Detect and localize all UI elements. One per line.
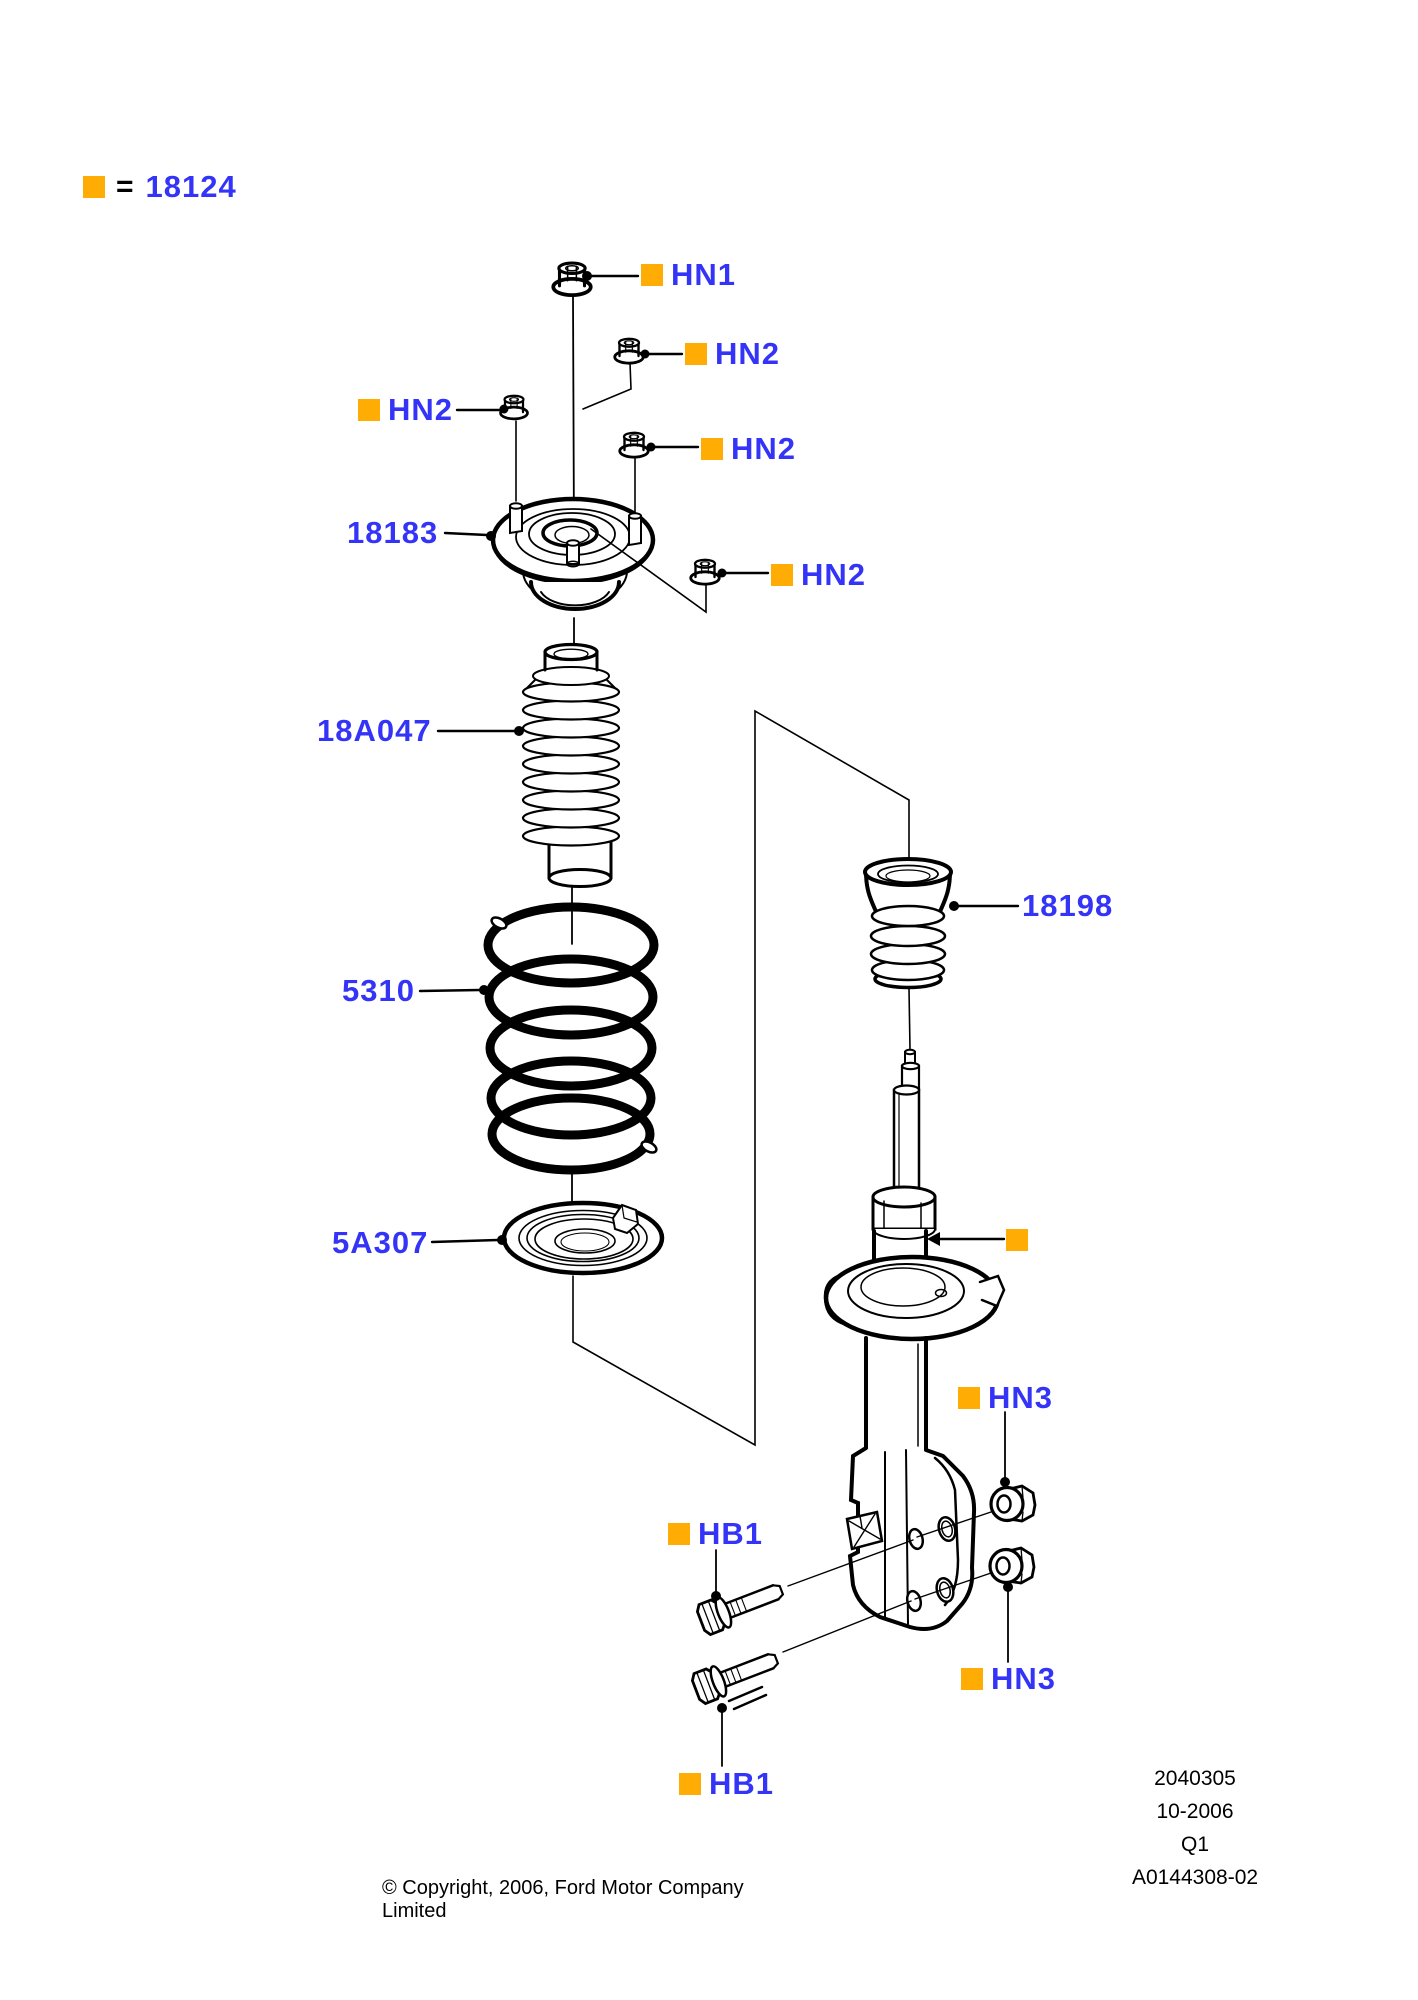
- part-label-text: HN1: [671, 257, 737, 292]
- part-label-hn2-top: HN2: [685, 336, 781, 371]
- part-label-18183: 18183: [347, 515, 439, 550]
- revision-date: 10-2006: [1156, 1800, 1234, 1823]
- orange-square-icon: [701, 438, 723, 460]
- bolt-hb1-upper: [693, 1573, 789, 1638]
- part-label-hn3-lower: HN3: [961, 1661, 1057, 1696]
- bolt-hb1-lower: [688, 1642, 784, 1711]
- part-label-hn2-mid: HN2: [701, 431, 797, 466]
- orange-square-icon: [668, 1523, 690, 1545]
- orange-square-icon: [641, 264, 663, 286]
- orange-square-icon: [961, 1668, 983, 1690]
- part-label-hn3-upper: HN3: [958, 1380, 1054, 1415]
- legend-equals: =: [116, 170, 135, 203]
- orange-square-icon: [358, 399, 380, 421]
- part-label-text: HN2: [715, 336, 781, 371]
- part-label-text: HN2: [388, 392, 454, 427]
- part-label-5a307: 5A307: [332, 1225, 429, 1260]
- catalog-number: 2040305: [1154, 1767, 1236, 1790]
- strut-mount-drawing: [490, 496, 656, 611]
- orange-square-icon: [685, 343, 707, 365]
- part-label-hn2-left: HN2: [358, 392, 454, 427]
- part-label-text: 18183: [347, 515, 439, 550]
- strut-marker-square: [1006, 1229, 1028, 1251]
- flange-nut-hn3-lower: [988, 1546, 1036, 1585]
- part-label-text: 5A307: [332, 1225, 429, 1260]
- part-label-text: HN3: [991, 1661, 1057, 1696]
- part-label-text: HN2: [731, 431, 797, 466]
- nut-hn2-bottom: [689, 558, 721, 586]
- copyright-notice: © Copyright, 2006, Ford Motor Company Li…: [382, 1877, 744, 1922]
- part-label-text: 18198: [1022, 888, 1114, 923]
- part-label-18198: 18198: [1022, 888, 1114, 923]
- part-label-hb1-upper: HB1: [668, 1516, 764, 1551]
- bump-stop-drawing: [863, 857, 953, 990]
- flange-nut-hn3-upper: [989, 1484, 1037, 1523]
- orange-square-icon: [679, 1773, 701, 1795]
- legend: = 18124: [83, 169, 237, 204]
- nut-hn2-mid: [618, 431, 650, 459]
- abs-bracket-tab: [845, 1510, 884, 1551]
- strut-drawing: [823, 1048, 1006, 1631]
- part-label-hn1: HN1: [641, 257, 737, 292]
- mount-stud-left: [509, 502, 523, 535]
- revision-block: 2040305 10-2006 Q1 A0144308-02: [1095, 1762, 1295, 1894]
- part-label-hn2-bottom: HN2: [771, 557, 867, 592]
- part-label-text: HN2: [801, 557, 867, 592]
- quarter-code: Q1: [1180, 1833, 1209, 1856]
- mount-stud-center: [566, 539, 580, 568]
- orange-square-icon: [958, 1387, 980, 1409]
- part-label-18a047: 18A047: [317, 713, 432, 748]
- dust-boot-drawing: [521, 642, 621, 888]
- coil-spring-drawing: [483, 902, 659, 1175]
- leader-lines: [418, 271, 1020, 1767]
- legend-orange-square-icon: [83, 176, 105, 198]
- mount-stud-right: [628, 512, 642, 547]
- part-label-text: 18A047: [317, 713, 432, 748]
- part-label-text: HB1: [698, 1516, 764, 1551]
- illustration-number: A0144308-02: [1131, 1866, 1259, 1889]
- part-label-text: HN3: [988, 1380, 1054, 1415]
- part-label-text: HB1: [709, 1766, 775, 1801]
- orange-square-icon: [771, 564, 793, 586]
- part-label-text: 5310: [342, 973, 415, 1008]
- legend-part-number: 18124: [145, 169, 237, 204]
- spring-seat-drawing: [501, 1200, 665, 1276]
- assembly-grouping-lines: [572, 709, 911, 1447]
- part-label-hb1-lower: HB1: [679, 1766, 775, 1801]
- nut-hn2-top: [613, 337, 645, 365]
- part-label-5310: 5310: [342, 973, 415, 1008]
